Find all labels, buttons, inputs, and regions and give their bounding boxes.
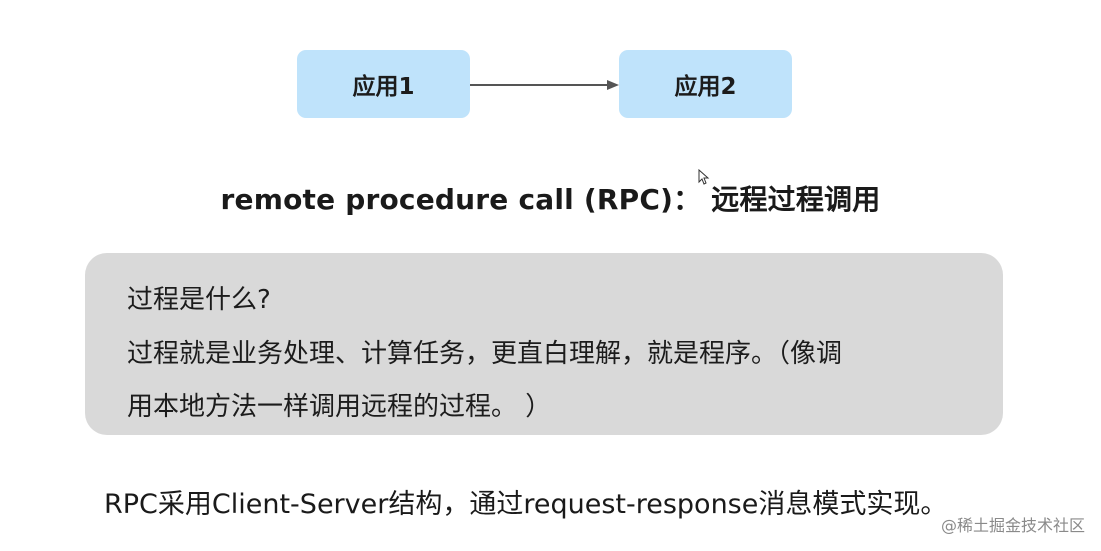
explanation-box bbox=[85, 253, 1003, 435]
footer-statement: RPC采用Client-Server结构，通过request-response消… bbox=[104, 489, 948, 520]
explanation-answer-line-1: 过程就是业务处理、计算任务，更直白理解，就是程序。（像调 bbox=[127, 339, 843, 369]
app1-label: 应用1 bbox=[352, 74, 415, 100]
arrow-head bbox=[607, 80, 619, 90]
mouse-cursor-icon bbox=[698, 169, 710, 185]
app1-box: 应用1 bbox=[297, 50, 470, 118]
explanation-answer-line-2: 用本地方法一样调用远程的过程。 ） bbox=[127, 392, 552, 422]
app2-box: 应用2 bbox=[619, 50, 792, 118]
watermark: @稀土掘金技术社区 bbox=[940, 516, 1085, 535]
page-title: remote procedure call (RPC)： 远程过程调用 bbox=[220, 183, 881, 216]
call-arrow bbox=[470, 80, 619, 90]
app2-label: 应用2 bbox=[674, 74, 737, 100]
explanation-question: 过程是什么? bbox=[127, 285, 271, 315]
